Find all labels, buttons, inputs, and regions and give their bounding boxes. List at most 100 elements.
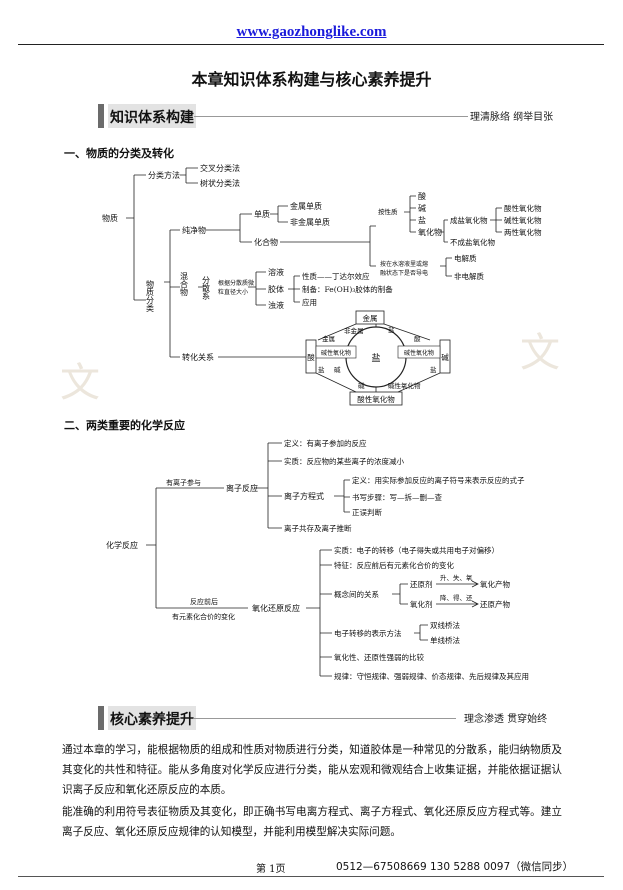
wheel-label-acid: 酸 <box>414 334 421 343</box>
banner-label: 知识体系构建 <box>110 110 194 126</box>
node-reaction-root: 化学反应 <box>106 540 138 550</box>
node-pure: 纯净物 <box>182 225 206 235</box>
node-colloid: 胶体 <box>268 284 284 294</box>
node-cond-ionic: 有离子参与 <box>166 478 201 487</box>
node-by-conduct-1: 按在水溶液里或熔 <box>380 260 428 268</box>
page-title: 本章知识体系构建与核心素养提升 <box>191 70 432 89</box>
node-salt-oxide: 成盐氧化物 <box>450 215 488 225</box>
node-laws: 规律：守恒规律、强弱规律、价态规律、先后规律及其应用 <box>334 671 529 681</box>
node-eq-def: 定义：用实际参加反应的离子符号来表示反应的式子 <box>352 475 525 485</box>
banner-bar <box>98 104 104 128</box>
node-relation: 转化关系 <box>182 352 214 362</box>
banner-box <box>108 706 196 730</box>
node-nonelectrolyte: 非电解质 <box>454 271 484 281</box>
wheel-bottom: 酸性氧化物 <box>357 394 395 404</box>
node-tree: 树状分类法 <box>200 178 240 188</box>
node-ionic-def: 定义：有离子参加的反应 <box>284 438 367 448</box>
wheel-label-basic-oxide: 碱性氧化物 <box>388 381 421 390</box>
section-heading-classification: 一、物质的分类及转化 <box>64 147 174 160</box>
node-reducer: 还原剂 <box>410 579 433 589</box>
node-dispersion: 分散系 <box>202 276 211 300</box>
banner-bar <box>98 706 104 730</box>
wheel-label-salt3: 盐 <box>430 365 437 374</box>
node-ionic-eq: 离子方程式 <box>284 491 324 501</box>
node-ionic-essence: 实质：反应物的某些离子的浓度减小 <box>284 456 404 466</box>
paragraph-1: 通过本章的学习，能根据物质的组成和性质对物质进行分类，知道胶体是一种常见的分散系… <box>62 744 562 796</box>
node-oxidizer: 氧化剂 <box>410 599 433 609</box>
node-reducer-arrow: 升、失、氧 <box>440 573 473 582</box>
paragraph-2: 能准确的利用符号表征物质及其变化，即正确书写电离方程式、离子方程式、氧化还原反应… <box>62 806 562 838</box>
node-feature: 特征：反应前后有元素化合价的变化 <box>334 560 454 570</box>
wheel-left: 酸 <box>307 352 315 362</box>
wheel-top: 金属 <box>363 313 378 323</box>
banner-line <box>194 116 468 117</box>
footer-page-number: 第 1页 <box>256 864 286 875</box>
wheel-label-base2: 碱 <box>358 382 365 390</box>
node-basic-oxide: 碱性氧化物 <box>504 215 542 225</box>
wheel-center: 盐 <box>371 352 380 364</box>
banner-line <box>194 718 456 719</box>
node-nonsalt-oxide: 不成盐氧化物 <box>450 237 495 247</box>
node-eq-steps: 书写步骤：写—拆—删—查 <box>352 492 442 502</box>
header-rule <box>18 44 604 45</box>
wheel-label-nonmetal: 非金属 <box>344 326 364 335</box>
banner-box <box>108 104 196 128</box>
node-by-size-1: 根据分散质微 <box>218 279 254 287</box>
section-heading-reactions: 二、两类重要的化学反应 <box>64 419 185 432</box>
node-oxide: 氧化物 <box>418 227 442 237</box>
wheel-right-inner: 碱性氧化物 <box>404 349 434 357</box>
node-amphoteric-oxide: 两性氧化物 <box>504 227 542 237</box>
node-suspension: 浊液 <box>268 300 284 310</box>
wheel-right: 碱 <box>441 353 449 362</box>
banner-subtitle: 理清脉络 纲举目张 <box>470 112 554 123</box>
node-oxidizer-arrow: 降、得、还 <box>440 593 473 602</box>
node-by-size-2: 粒直径大小 <box>218 288 248 296</box>
node-by-conduct-2: 融状态下是否导电 <box>380 269 428 277</box>
node-compound: 化合物 <box>254 237 278 247</box>
node-cond-redox-a: 反应前后 <box>190 597 218 606</box>
footer-rule <box>18 876 604 877</box>
node-salt: 盐 <box>418 215 426 225</box>
node-root: 物质 <box>102 213 118 223</box>
node-electrolyte: 电解质 <box>454 253 477 263</box>
node-cond-redox-b: 有元素化合价的变化 <box>172 612 235 621</box>
node-red-product: 还原产物 <box>480 599 510 609</box>
node-base: 碱 <box>418 204 426 213</box>
node-nonmetal: 非金属单质 <box>290 217 330 227</box>
node-by-property: 按性质 <box>378 207 398 216</box>
node-redox: 氧化还原反应 <box>252 603 300 613</box>
node-mixture: 混合物 <box>180 272 189 297</box>
node-prep: 制备：Fe(OH)₃胶体的制备 <box>302 284 393 294</box>
watermark: ⽂ <box>520 330 560 376</box>
wheel-label-metal: 金属 <box>322 334 335 343</box>
node-essence: 实质：电子的转移（电子得失或共用电子对偏移） <box>334 545 499 555</box>
wheel-left-inner: 碱性氧化物 <box>321 349 351 357</box>
node-classify: 物质分类 <box>146 279 155 313</box>
node-acid: 酸 <box>418 191 426 201</box>
node-ionic: 离子反应 <box>226 483 258 493</box>
node-method: 分类方法 <box>148 170 180 180</box>
node-ox-product: 氧化产物 <box>480 579 510 589</box>
node-eq-check: 正误判断 <box>352 507 382 517</box>
node-solution: 溶液 <box>268 267 284 277</box>
wheel-label-salt1: 盐 <box>388 325 395 334</box>
wheel-label-salt2: 盐 <box>318 365 325 374</box>
site-url-link[interactable]: www.gaozhonglike.com <box>236 24 387 40</box>
node-single-bridge: 单线桥法 <box>430 635 460 645</box>
node-cross: 交叉分类法 <box>200 163 240 173</box>
node-concepts: 概念间的关系 <box>334 589 379 599</box>
banner-label: 核心素养提升 <box>110 712 194 728</box>
watermark: ⽂ <box>60 360 100 406</box>
conversion-wheel <box>305 310 451 406</box>
node-acidic-oxide: 酸性氧化物 <box>504 203 542 213</box>
node-tyndall: 性质——丁达尔效应 <box>302 271 370 281</box>
footer-phone: 0512—67508669 130 5288 0097（微信同步） <box>336 861 574 873</box>
node-compare: 氧化性、还原性强弱的比较 <box>334 652 424 662</box>
wheel-label-base1: 碱 <box>334 366 341 374</box>
node-transfer: 电子转移的表示方法 <box>334 628 402 638</box>
banner-subtitle: 理念渗透 贯穿始终 <box>464 714 548 725</box>
node-metal: 金属单质 <box>290 201 322 211</box>
node-element: 单质 <box>254 209 270 219</box>
